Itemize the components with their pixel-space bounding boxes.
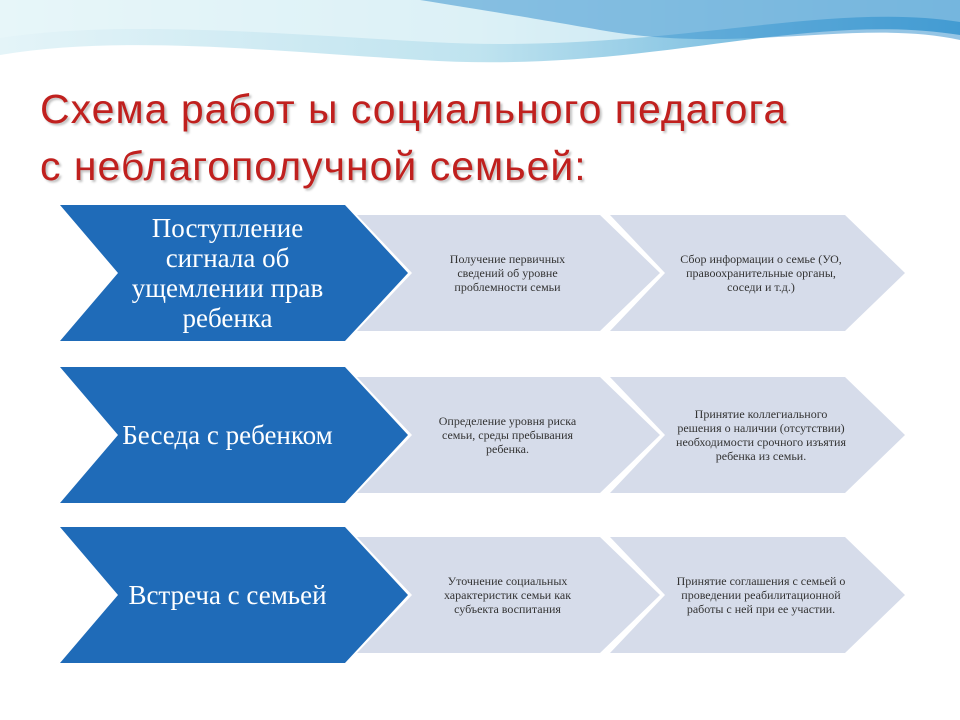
chevron-step-2a xyxy=(357,377,660,493)
main-step-label: Беседа с ребенком xyxy=(122,420,333,450)
chevron-step-1a xyxy=(357,215,660,331)
chevron-step-1b xyxy=(610,215,905,331)
step-2-label: Принятие коллегиального решения о наличи… xyxy=(676,407,846,463)
chevron-step-3b xyxy=(610,537,905,653)
title-line-1: Схема работ ы социального педагога xyxy=(40,86,788,132)
step-1-label: Получение первичных сведений об уровне п… xyxy=(449,252,566,294)
process-row-1: Поступление сигнала об ущемлении прав ре… xyxy=(0,203,960,343)
step-2-label: Сбор информации о семье (УО, правоохрани… xyxy=(680,252,842,294)
process-row-3: Встреча с семьей Уточнение социальных ха… xyxy=(0,525,960,665)
main-step-label: Поступление сигнала об ущемлении прав ре… xyxy=(131,213,324,333)
chevron-main-3 xyxy=(60,527,408,663)
chevron-step-2b xyxy=(610,377,905,493)
chevron-main-1 xyxy=(60,205,408,341)
process-row-2: Беседа с ребенком Определение уровня рис… xyxy=(0,365,960,505)
step-1-label: Уточнение социальных характеристик семьи… xyxy=(443,574,572,616)
title-line-2: с неблагополучной семьей: xyxy=(40,143,587,189)
step-2-label: Принятие соглашения с семьей о проведени… xyxy=(676,574,846,616)
chevron-step-3a xyxy=(357,537,660,653)
step-1-label: Определение уровня риска семьи, среды пр… xyxy=(438,414,577,456)
decorative-wave-header xyxy=(0,0,960,63)
main-step-label: Встреча с семьей xyxy=(128,580,327,610)
chevron-main-2 xyxy=(60,367,408,503)
